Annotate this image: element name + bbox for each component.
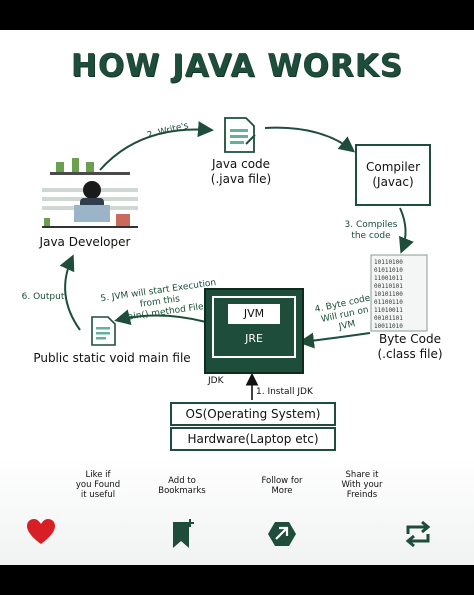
hardware-box: Hardware(Laptop etc)	[170, 427, 336, 451]
repost-icon[interactable]	[402, 520, 434, 548]
heart-icon[interactable]	[26, 518, 56, 546]
os-box: OS(Operating System)	[170, 402, 336, 426]
jre-label: JRE	[245, 332, 263, 345]
byte-code-label: Byte Code(.class file)	[377, 332, 443, 361]
follow-logo-icon[interactable]	[266, 520, 298, 548]
arrow-execute	[114, 309, 207, 326]
jdk-label: JDK	[208, 376, 224, 386]
main-file-icon	[91, 316, 116, 346]
bookmark-icon[interactable]	[170, 518, 198, 550]
svg-text:01011010: 01011010	[374, 267, 403, 274]
step-6-label: 6. Output	[21, 292, 65, 302]
infographic-card: HOW JAVA WORKS 2. Write's	[0, 30, 474, 565]
svg-text:00101101: 00101101	[374, 315, 403, 322]
arrow-write	[99, 121, 214, 171]
action-strip	[0, 456, 474, 565]
jvm-box: JVM	[228, 304, 280, 324]
document-icon	[224, 117, 256, 153]
page-title: HOW JAVA WORKS	[70, 48, 404, 84]
jre-box: JVM JRE	[212, 296, 296, 358]
svg-text:01100110: 01100110	[374, 299, 403, 306]
svg-text:10101100: 10101100	[374, 291, 403, 298]
arrow-run-on-jvm	[298, 332, 371, 349]
arrow-compile-out	[399, 207, 414, 254]
java-code-label: Java code(.java file)	[210, 157, 272, 186]
main-file-label: Public static void main file	[33, 351, 191, 365]
svg-text:10011010: 10011010	[374, 323, 403, 330]
svg-text:11001011: 11001011	[374, 275, 403, 282]
svg-text:00110101: 00110101	[374, 283, 403, 290]
svg-text:10110100: 10110100	[374, 259, 403, 266]
developer-illustration	[42, 158, 138, 228]
arrow-output	[59, 254, 81, 331]
step-1-label: 1. Install JDK	[256, 387, 313, 397]
java-developer-label: Java Developer	[39, 235, 131, 249]
jdk-box: JVM JRE	[204, 288, 304, 374]
compiler-box: Compiler(Javac)	[355, 144, 431, 206]
svg-text:11010011: 11010011	[374, 307, 403, 314]
arrow-compile-in	[264, 126, 356, 153]
